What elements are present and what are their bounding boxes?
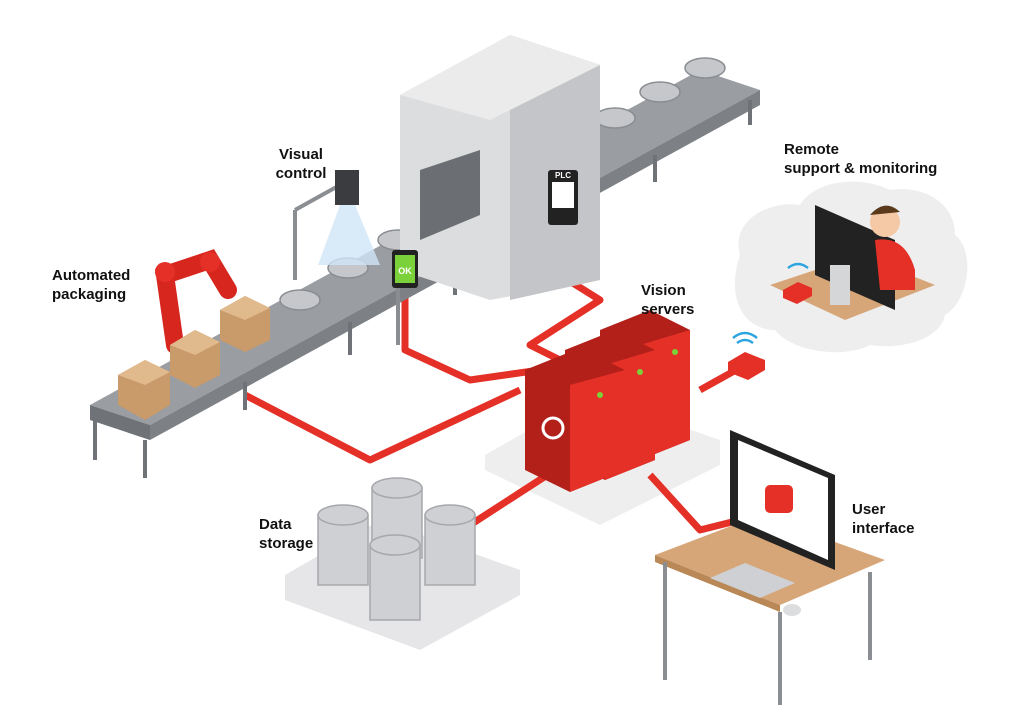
database-cylinder-icon [317,504,369,586]
vision-servers [525,310,690,492]
label-vision-servers: Vision servers [641,282,695,318]
label-visual-control: Visual control [275,146,327,182]
ok-indicator-icon: OK [392,250,418,345]
cardboard-boxes [118,296,270,420]
keyboard-icon [710,563,795,598]
data-storage [317,477,476,621]
server-rack-icon [525,348,625,492]
camera-icon [293,170,380,280]
robot-arm-icon [155,249,237,354]
ok-tag: OK [398,266,412,276]
operator-icon [870,207,900,237]
user-desk [655,515,885,705]
label-automated-packaging: Automated packaging [52,267,131,303]
mouse-icon [783,604,801,616]
wifi-router-icon [783,282,812,304]
network-cables [243,225,747,534]
plc-panel-icon: PLC [548,170,578,225]
wifi-router-icon [728,331,765,380]
database-cylinder-icon [369,534,421,621]
label-user-interface: User interface [852,501,915,537]
monitor-icon [730,430,835,570]
database-cylinder-icon [424,504,476,586]
remote-operator [770,205,935,320]
inspection-machine [400,35,600,300]
plc-tag: PLC [555,171,571,180]
label-data-storage: Data storage [259,516,314,552]
label-remote-support: Remote support & monitoring [784,141,938,177]
